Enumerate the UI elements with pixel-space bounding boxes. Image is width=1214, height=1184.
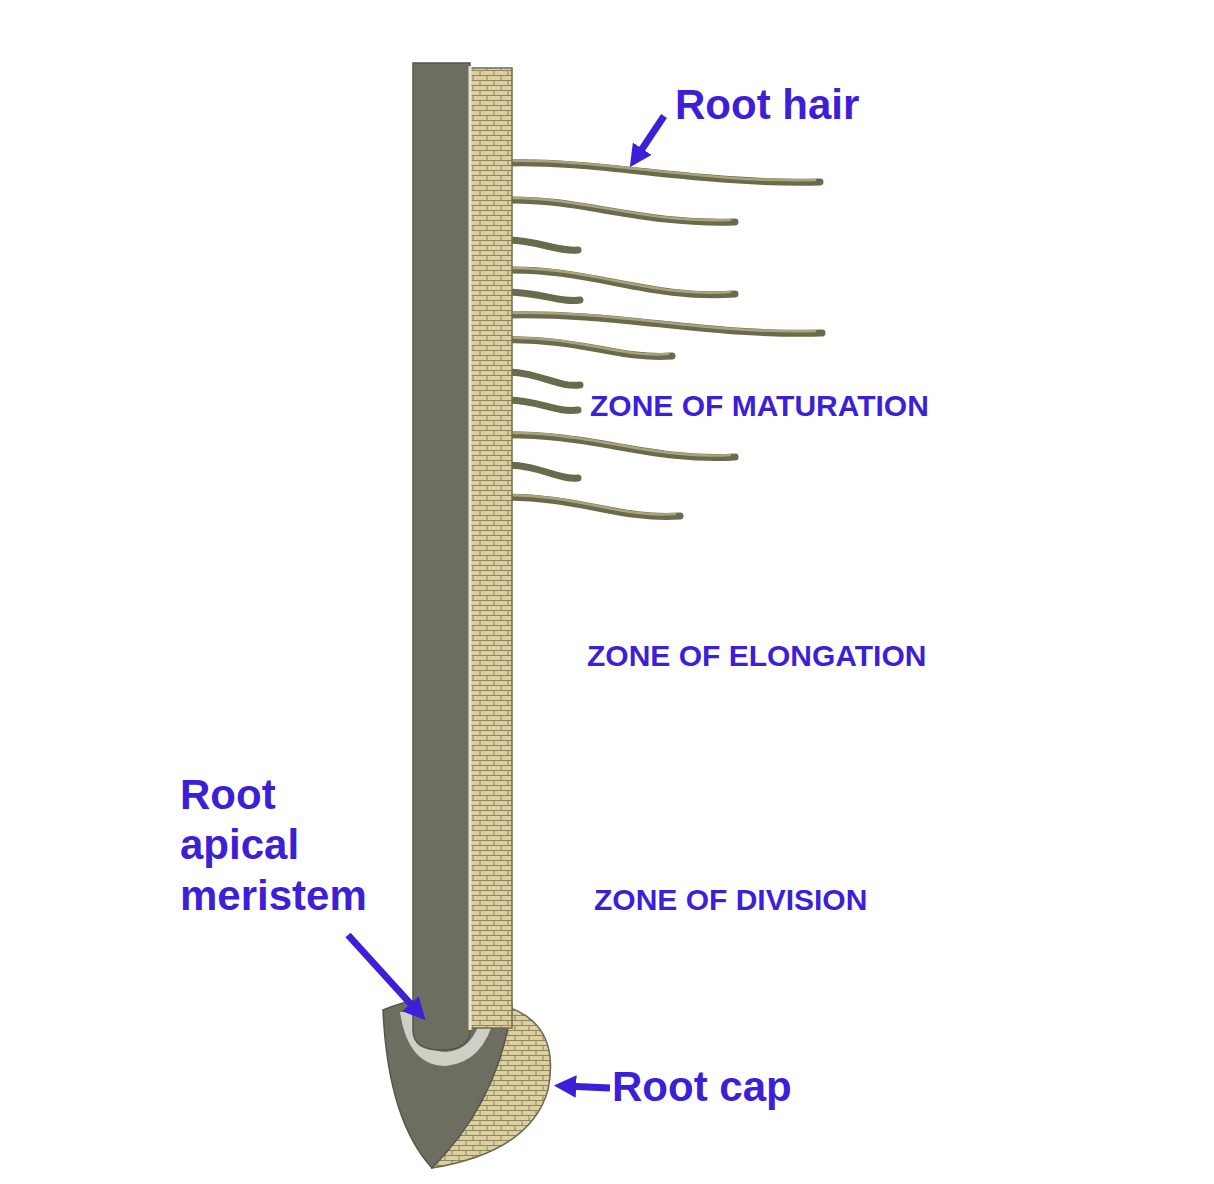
root-hairs xyxy=(495,161,822,517)
zone-label: ZONE OF DIVISION xyxy=(594,882,867,918)
root-edge-highlight xyxy=(469,66,472,1030)
part-label: Root apical meristem xyxy=(180,770,385,921)
zone-label: ZONE OF ELONGATION xyxy=(587,638,926,674)
root-epidermis xyxy=(470,68,512,1028)
zone-label: ZONE OF MATURATION xyxy=(590,388,929,424)
part-label: Root cap xyxy=(612,1062,792,1112)
part-label: Root hair xyxy=(675,80,859,130)
root-cut-face xyxy=(413,63,470,1050)
leader-arrows xyxy=(348,116,664,1088)
